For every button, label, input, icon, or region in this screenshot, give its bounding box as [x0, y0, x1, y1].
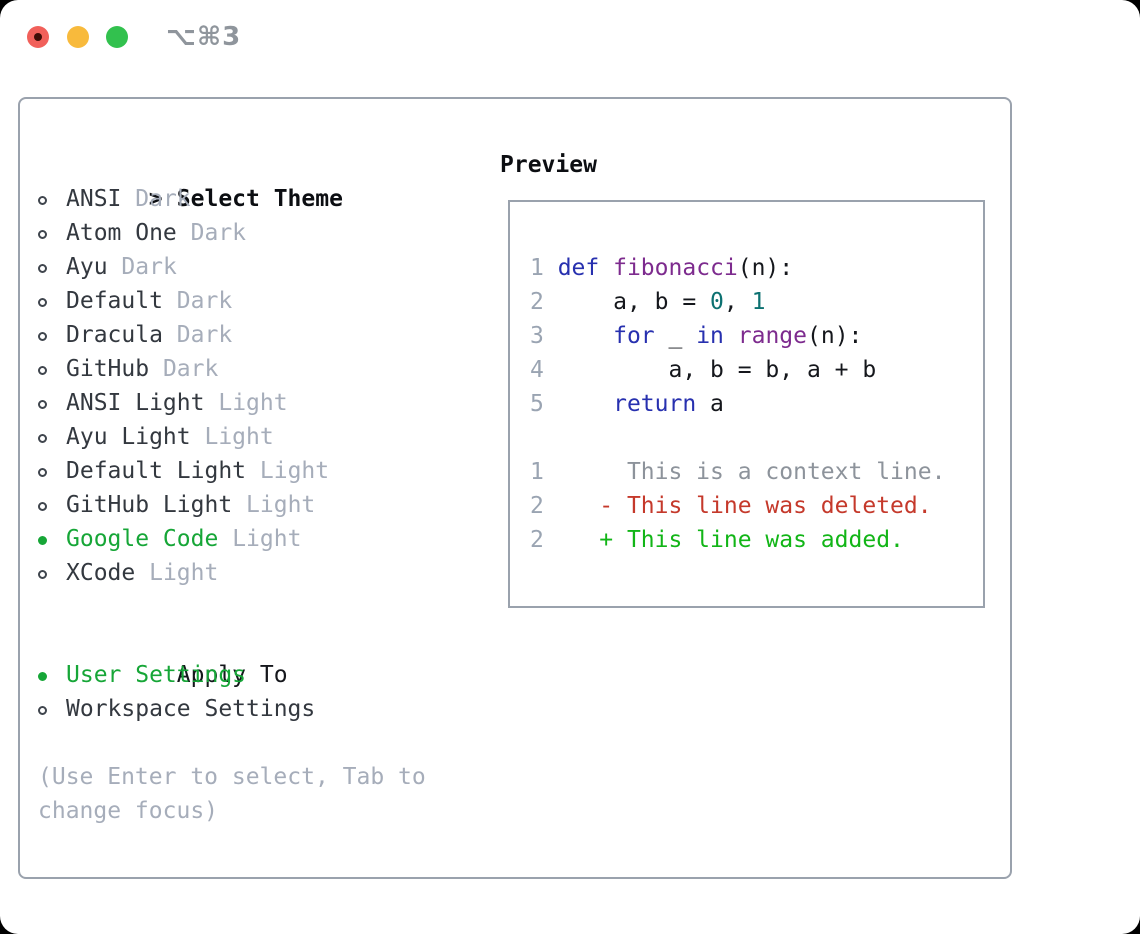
radio-icon — [38, 182, 66, 216]
option-variant-label: Light — [149, 560, 219, 586]
option-label: Ayu — [66, 254, 108, 280]
apply-to-title: Apply To — [176, 662, 288, 688]
radio-icon — [38, 216, 66, 250]
apply-to-option[interactable]: Workspace Settings — [38, 692, 315, 726]
theme-option[interactable]: Google Code Light — [38, 522, 343, 556]
theme-option[interactable]: GitHub Light Light — [38, 488, 343, 522]
option-label: ANSI — [66, 186, 122, 212]
theme-option[interactable]: Ayu Light Light — [38, 420, 343, 454]
radio-icon — [38, 386, 66, 420]
option-variant-label: Dark — [190, 220, 247, 246]
code-line: 2 - This line was deleted. — [530, 493, 932, 519]
option-variant-label: Dark — [162, 356, 219, 382]
radio-icon — [38, 488, 66, 522]
option-label: Workspace Settings — [66, 696, 316, 722]
code-line: 1 This is a context line. — [530, 459, 946, 485]
radio-icon — [38, 250, 66, 284]
apply-to-option[interactable]: User Settings — [38, 658, 315, 692]
radio-icon — [38, 352, 66, 386]
option-label: Dracula — [66, 322, 163, 348]
window-title: ⌥⌘3 — [166, 22, 242, 52]
radio-icon — [38, 318, 66, 352]
option-variant-label: Light — [246, 492, 316, 518]
radio-icon — [38, 692, 66, 726]
radio-selected-icon — [38, 658, 66, 692]
code-line: 4 a, b = b, a + b — [530, 357, 877, 383]
option-variant-label: Dark — [121, 254, 177, 280]
option-label: Atom One — [66, 220, 177, 246]
code-line: 2 + This line was added. — [530, 527, 904, 553]
option-label: Google Code — [66, 526, 219, 552]
option-label: Default Light — [66, 458, 247, 484]
option-label: XCode — [66, 560, 136, 586]
code-line: 3 for _ in range(n): — [530, 323, 863, 349]
close-button[interactable] — [27, 26, 49, 48]
code-preview: 1 def fibonacci(n): 2 a, b = 0, 1 3 for _ … — [530, 251, 945, 557]
radio-icon — [38, 420, 66, 454]
theme-option[interactable]: Default Dark — [38, 284, 343, 318]
theme-option[interactable]: Dracula Dark — [38, 318, 343, 352]
theme-option[interactable]: Atom One Dark — [38, 216, 343, 250]
unsaved-changes-dot-icon — [34, 33, 42, 41]
minimize-button[interactable] — [67, 26, 89, 48]
option-label: GitHub — [66, 356, 150, 382]
code-line: 1 def fibonacci(n): — [530, 255, 794, 281]
title-bar: ⌥⌘3 — [0, 0, 1140, 74]
theme-option[interactable]: ANSI Light Light — [38, 386, 343, 420]
zoom-button[interactable] — [106, 26, 128, 48]
option-label: Default — [66, 288, 163, 314]
option-variant-label: Dark — [176, 288, 233, 314]
option-label: User Settings — [66, 662, 247, 688]
radio-selected-icon — [38, 522, 66, 556]
option-variant-label: Light — [259, 458, 330, 484]
option-label: GitHub Light — [66, 492, 233, 518]
theme-option[interactable]: XCode Light — [38, 556, 343, 590]
theme-option[interactable]: Default Light Light — [38, 454, 343, 488]
option-label: ANSI Light — [66, 390, 205, 416]
radio-icon — [38, 454, 66, 488]
option-variant-label: Dark — [176, 322, 233, 348]
option-variant-label: Light — [232, 526, 302, 552]
option-variant-label: Light — [218, 390, 288, 416]
radio-icon — [38, 556, 66, 590]
theme-list-header: > Select Theme — [38, 148, 343, 212]
option-variant-label: Dark — [135, 186, 191, 212]
apply-to-header: Apply To — [38, 624, 315, 688]
code-line: 2 a, b = 0, 1 — [530, 289, 766, 315]
radio-icon — [38, 284, 66, 318]
option-variant-label: Light — [204, 424, 274, 450]
help-text: (Use Enter to select, Tab to change focu… — [38, 764, 426, 824]
theme-option[interactable]: Ayu Dark — [38, 250, 343, 284]
theme-option[interactable]: GitHub Dark — [38, 352, 343, 386]
preview-box: 1 def fibonacci(n): 2 a, b = 0, 1 3 for _ … — [508, 200, 985, 608]
cursor-icon: > — [148, 186, 163, 212]
code-blank-line — [530, 421, 945, 455]
theme-option[interactable]: ANSI Dark — [38, 182, 343, 216]
theme-list-title: Select Theme — [176, 186, 343, 212]
option-label: Ayu Light — [66, 424, 191, 450]
code-line: 5 return a — [530, 391, 724, 417]
preview-title: Preview — [500, 152, 597, 178]
